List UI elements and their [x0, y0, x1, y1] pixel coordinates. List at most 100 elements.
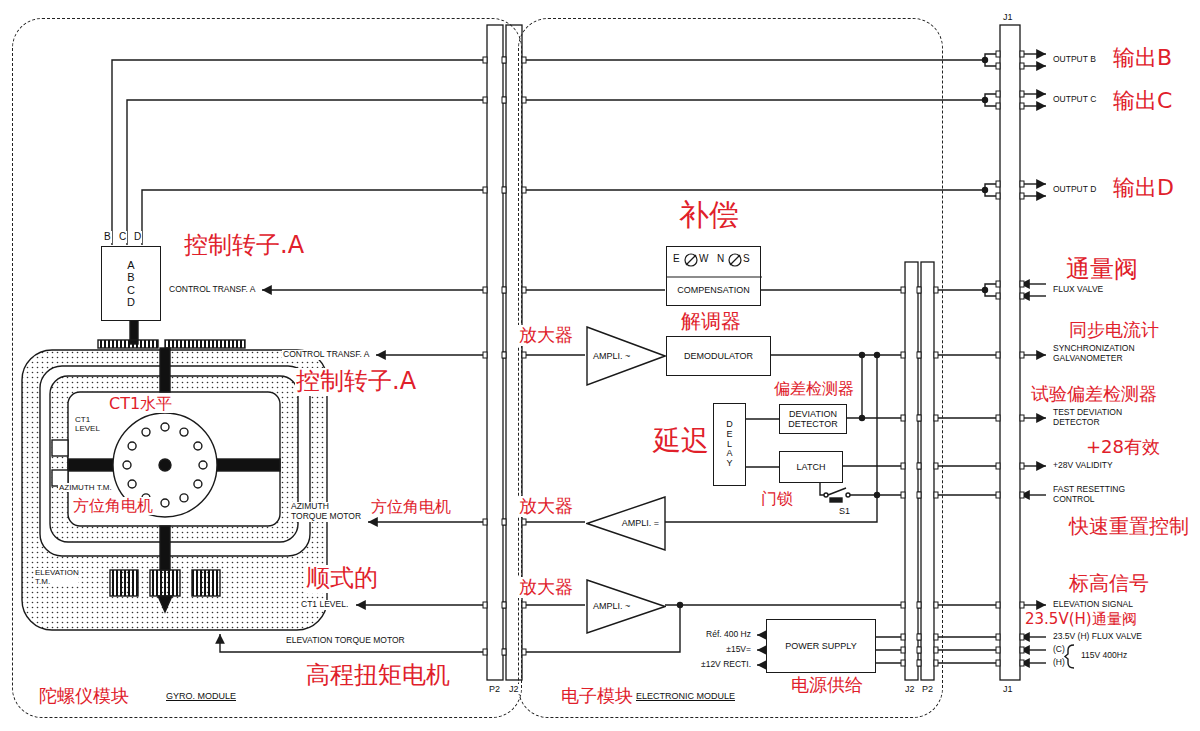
connector-pin — [503, 97, 507, 103]
drawing-part — [846, 493, 850, 497]
connector-pin — [934, 352, 938, 358]
connector-bar — [905, 262, 918, 680]
connector-pin — [1020, 281, 1024, 287]
connector-pin — [502, 287, 506, 293]
drawing-part — [665, 604, 1000, 605]
connector-pin — [502, 649, 506, 655]
connector — [746, 418, 779, 419]
connector-pin — [483, 287, 487, 293]
amplifier-outline — [587, 497, 665, 550]
signal-label: D — [133, 231, 142, 243]
annotation-label: 门锁 — [760, 490, 794, 508]
junction-dot — [983, 58, 988, 63]
node-text: AMPLI. ~ — [593, 351, 630, 361]
annotation-label: 延迟 — [652, 425, 710, 457]
connector-pin — [901, 660, 905, 666]
connector-pin — [996, 492, 1000, 498]
signal-label: CT1 LEVEL. — [300, 600, 349, 610]
annotation-label: 放大器 — [518, 325, 574, 346]
connector-pin — [1020, 181, 1024, 187]
connector-pin — [483, 602, 487, 608]
signal-label: ±12V RECTI. — [700, 660, 752, 670]
connector-pin — [1020, 293, 1024, 299]
signal-label: 115V 400Hz — [1080, 651, 1128, 661]
junction-dot — [875, 353, 880, 358]
connector-pin — [934, 463, 938, 469]
connector-pin — [522, 97, 526, 103]
connector-pin — [901, 463, 905, 469]
drawing-part — [159, 459, 171, 471]
drawing-part — [376, 354, 585, 355]
signal-label: (C) — [1052, 645, 1066, 655]
connector-pin — [503, 187, 507, 193]
connector-pin — [996, 193, 1000, 199]
connector-pin — [1020, 602, 1024, 608]
connector-pin — [917, 492, 921, 498]
drawing-part — [52, 440, 68, 456]
annotation-label: CT1水平 — [108, 395, 173, 413]
connector-pin — [901, 352, 905, 358]
connector-pin — [502, 602, 506, 608]
node-text: A B C D — [126, 259, 137, 307]
signal-label: ELEVATION TORQUE MOTOR — [285, 636, 406, 646]
connector-pin — [996, 181, 1000, 187]
connector-pin — [1020, 415, 1024, 421]
connector-pin — [503, 352, 507, 358]
drawing-part — [820, 482, 824, 495]
connector-bar — [1000, 25, 1020, 680]
connector-pin — [522, 602, 526, 608]
signal-label: B — [103, 231, 112, 243]
annotation-label: 23.5V(H)通量阀 — [1024, 611, 1138, 628]
connector-pin — [901, 647, 905, 653]
connector-pin — [502, 519, 506, 525]
connector-pin — [522, 57, 526, 63]
connector-pin — [901, 492, 905, 498]
node-text: AMPLI. ~ — [593, 601, 630, 611]
connector-pin — [996, 51, 1000, 57]
signal-label: ±15V= — [725, 645, 752, 655]
annotation-label: 高程扭矩电机 — [305, 662, 451, 690]
connector-pin — [996, 660, 1000, 666]
junction-dot — [875, 493, 880, 498]
connector-pin — [934, 660, 938, 666]
rotor-hole — [199, 461, 207, 469]
signal-label: ELEVATION T.M. — [34, 568, 78, 586]
annotation-label: 同步电流计 — [1068, 320, 1160, 341]
signal-label: S1 — [838, 506, 851, 516]
signal-label: OUTPUT B — [1052, 55, 1097, 65]
rotor-hole — [194, 442, 202, 450]
connector-pin — [901, 415, 905, 421]
drawing-part — [98, 340, 158, 348]
process-box: DEMODULATOR — [666, 336, 771, 376]
drawing-part — [127, 100, 985, 245]
delay-box: DELAY — [713, 403, 746, 486]
rotor-hole — [123, 461, 131, 469]
drawing-part — [123, 423, 207, 507]
node-text: LATCH — [797, 462, 826, 472]
connector-pin — [917, 463, 921, 469]
connector-pin — [503, 519, 507, 525]
drawing-part — [165, 340, 245, 348]
connector-pin — [934, 415, 938, 421]
potentiometer-symbol — [730, 255, 740, 265]
annotation-label: 放大器 — [518, 496, 574, 517]
connector-pin — [483, 97, 487, 103]
connector-pin — [503, 602, 507, 608]
connector-pin — [996, 63, 1000, 69]
divider — [667, 276, 762, 277]
node-text: POWER SUPPLY — [785, 641, 856, 651]
node-text: 陀螺仪模块 — [39, 686, 129, 707]
amplifier-triangle: AMPLI. ~ — [586, 326, 666, 386]
signal-label: CT1 LEVEL — [74, 415, 106, 433]
signal-label: J1 — [1002, 12, 1014, 22]
junction-dot — [983, 288, 988, 293]
connector-pin — [918, 634, 922, 640]
drawing-part — [216, 459, 280, 471]
connector-pin — [918, 415, 922, 421]
rotor-hole — [128, 480, 136, 488]
connector-pin — [483, 187, 487, 193]
drawing-part — [824, 493, 828, 497]
connector-pin — [1020, 352, 1024, 358]
signal-label: SYNCHRONIZATION GALVANOMETER — [1052, 344, 1164, 364]
connector-pin — [996, 281, 1000, 287]
